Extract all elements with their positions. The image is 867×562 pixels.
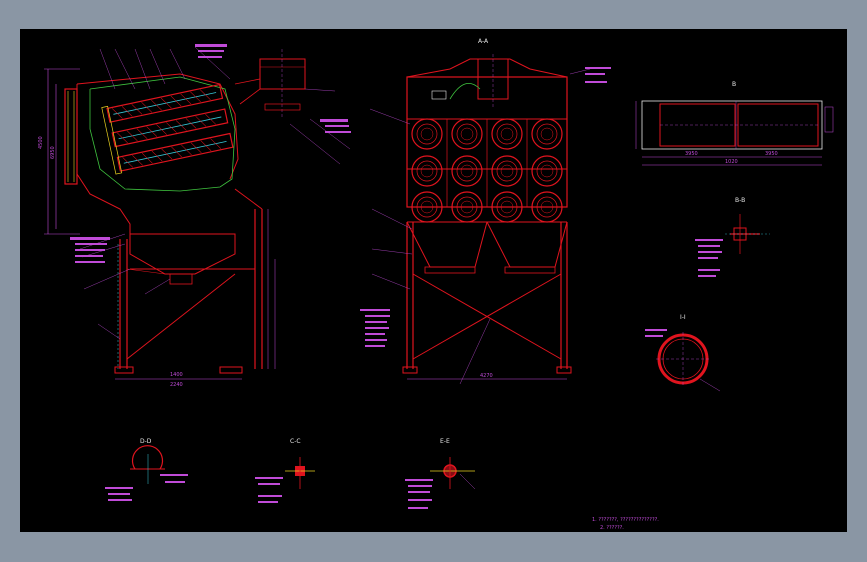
side-dim-bottom: 4270 [480,373,493,379]
cad-drawing: 4500 6950 [38,38,834,531]
cad-drawing-viewport[interactable]: 4500 6950 [20,29,847,532]
cartridge-grid [411,118,563,223]
section-b-title: B-B [735,197,745,204]
bottom-detail-1: D-D [105,438,188,501]
front-dim-left-2: 6950 [50,146,56,159]
round-title: I-I [680,314,686,321]
bottom-1-title: D-D [140,438,152,445]
note-line-1: 1. ???????, ??????????????. [592,517,659,523]
front-dim-bottom-2: 2240 [170,382,183,388]
bottom-2-title: C-C [290,438,301,445]
top-right-dim-3: 1020 [725,159,738,165]
top-right-dim-2: 3950 [765,151,778,157]
side-view-title: A-A [478,38,489,45]
top-right-dim-1: 3950 [685,151,698,157]
bottom-detail-3: E-E [405,438,476,509]
front-dim-left-1: 4500 [38,136,44,149]
round-section: I-I [656,314,721,392]
top-right-plan: B 3950 3950 1020 [635,81,834,166]
bottom-detail-2: C-C [255,438,315,503]
section-b-b: B-B [695,197,770,277]
top-right-title: B [732,81,736,88]
bottom-3-title: E-E [440,438,450,445]
note-line-2: 2. ??????. [600,525,624,531]
front-dim-bottom-1: 1400 [170,372,183,378]
front-view: 4500 6950 [38,44,351,388]
side-view: A-A [360,38,667,385]
